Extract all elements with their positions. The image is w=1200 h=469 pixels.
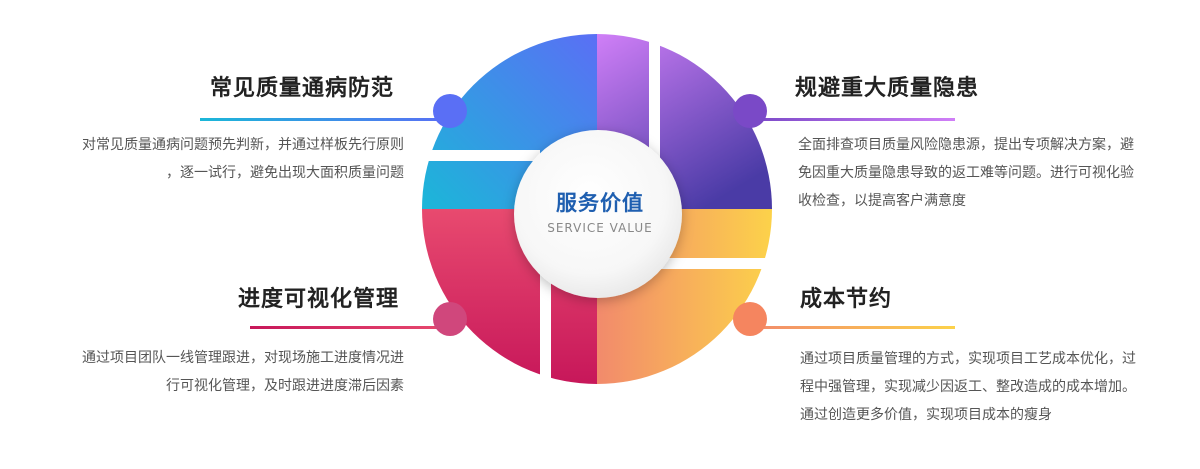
- desc-cost-saving: 通过项目质量管理的方式，实现项目工艺成本优化，过 程中强管理，实现减少因返工、整…: [800, 345, 1136, 429]
- desc-line: 对常见质量通病问题预先判新，并通过样板先行原则: [82, 137, 404, 153]
- desc-line: 收检查，以提高客户满意度: [798, 193, 966, 209]
- connector-line-top-right: [750, 118, 955, 121]
- dot-bottom-left: [433, 302, 467, 336]
- center-title: 服务价值: [556, 191, 644, 215]
- desc-line: 通过创造更多价值，实现项目成本的瘦身: [800, 407, 1052, 423]
- heading-avoid-major-hazards: 规避重大质量隐患: [795, 76, 980, 101]
- gap-right: [655, 258, 777, 269]
- desc-avoid-major-hazards: 全面排查项目质量风险隐患源，提出专项解决方案，避 免因重大质量隐患导致的返工难等…: [798, 131, 1134, 215]
- center-subtitle: SERVICE VALUE: [547, 221, 653, 235]
- desc-line: 免因重大质量隐患导致的返工难等问题。进行可视化验: [798, 165, 1134, 181]
- gap-bottom: [540, 268, 551, 390]
- gap-left: [418, 150, 540, 161]
- dot-top-right: [733, 94, 767, 128]
- dot-top-left: [433, 94, 467, 128]
- heading-cost-saving: 成本节约: [800, 287, 893, 312]
- connector-line-bottom-right: [750, 326, 955, 329]
- dot-bottom-right: [733, 302, 767, 336]
- desc-line: 行可视化管理，及时跟进进度滞后因素: [166, 378, 404, 394]
- connector-line-top-left: [200, 118, 450, 121]
- desc-line: 通过项目团队一线管理跟进，对现场施工进度情况进: [82, 350, 404, 366]
- gap-top: [649, 30, 660, 202]
- heading-quality-defect-prevention: 常见质量通病防范: [210, 76, 395, 101]
- desc-line: 程中强管理，实现减少因返工、整改造成的成本增加。: [800, 379, 1136, 395]
- desc-line: 通过项目质量管理的方式，实现项目工艺成本优化，过: [800, 351, 1136, 367]
- connector-line-bottom-left: [250, 326, 450, 329]
- desc-line: ，逐一试行，避免出现大面积质量问题: [166, 165, 404, 181]
- desc-line: 全面排查项目质量风险隐患源，提出专项解决方案，避: [798, 137, 1134, 153]
- heading-progress-visualization: 进度可视化管理: [238, 287, 400, 312]
- desc-progress-visualization: 通过项目团队一线管理跟进，对现场施工进度情况进 行可视化管理，及时跟进进度滞后因…: [82, 344, 404, 400]
- desc-quality-defect-prevention: 对常见质量通病问题预先判新，并通过样板先行原则 ，逐一试行，避免出现大面积质量问…: [82, 131, 404, 187]
- center-disc: [514, 130, 682, 298]
